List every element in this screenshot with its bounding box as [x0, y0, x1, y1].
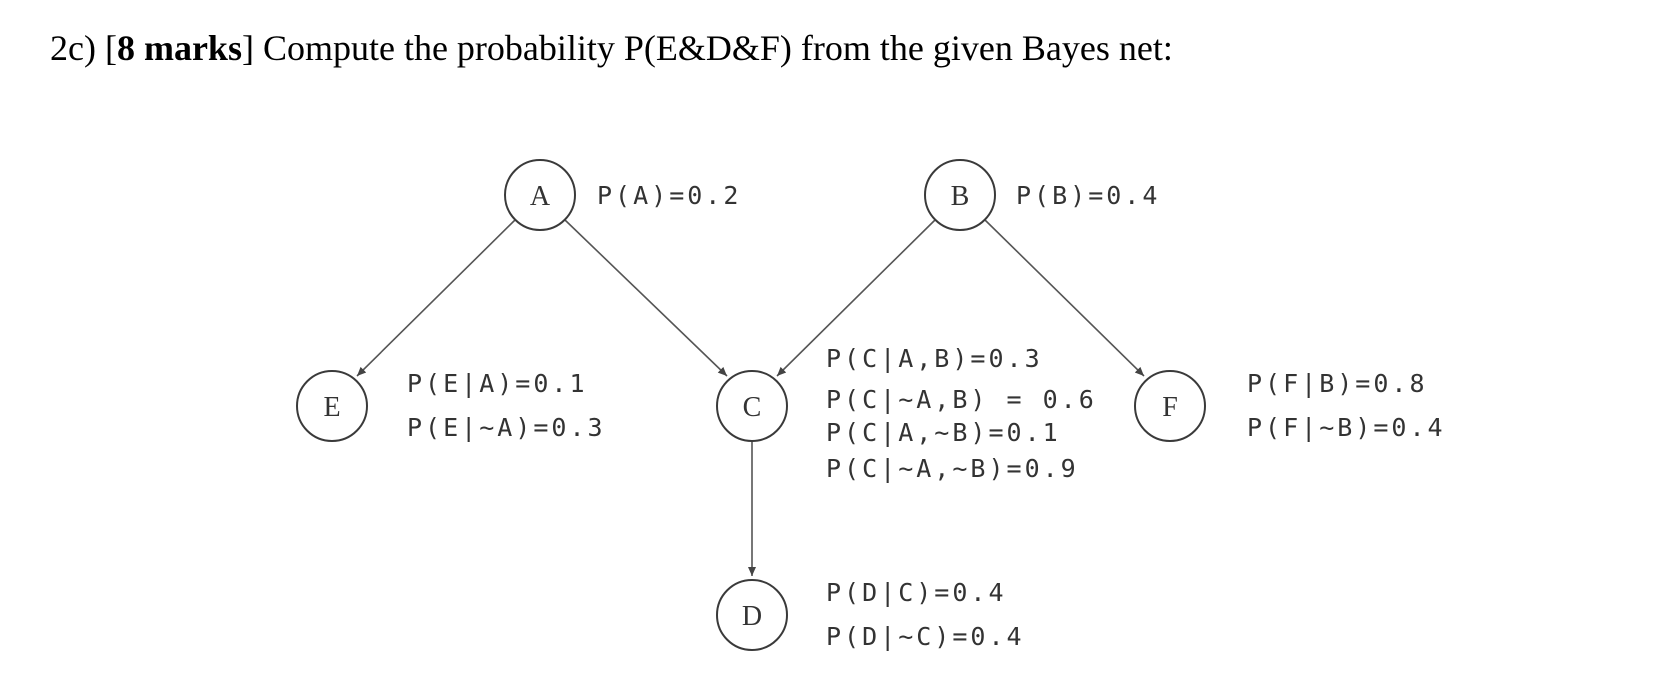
cpt-c: P(C|A,B)=0.3 P(C|~A,B) = 0.6 P(C|A,~B)=0…: [826, 344, 1097, 483]
cpt-e-line-2: P(E|~A)=0.3: [407, 413, 606, 442]
node-e-label: E: [323, 392, 340, 423]
node-f-label: F: [1162, 392, 1178, 423]
node-c: C: [716, 370, 788, 442]
node-d-label: D: [742, 601, 762, 632]
cpt-c-line-1: P(C|A,B)=0.3: [826, 344, 1043, 373]
edge-b-to-f: [984, 219, 1145, 377]
edge-a-to-e: [356, 219, 516, 377]
node-d: D: [716, 579, 788, 651]
question-suffix: ] Compute the probability P(E&D&F) from …: [241, 28, 1173, 68]
cpt-e-line-1: P(E|A)=0.1: [407, 369, 588, 398]
node-b: B: [924, 159, 996, 231]
question-marks: 8 marks: [116, 28, 242, 68]
edge-a-to-c: [564, 219, 728, 377]
node-a-label: A: [530, 181, 551, 212]
cpt-d-line-2: P(D|~C)=0.4: [826, 622, 1025, 651]
node-e: E: [296, 370, 368, 442]
cpt-c-line-2: P(C|~A,B) = 0.6: [826, 385, 1097, 414]
cpt-a-line-1: P(A)=0.2: [597, 181, 741, 210]
node-f: F: [1134, 370, 1206, 442]
cpt-f-line-1: P(F|B)=0.8: [1247, 369, 1428, 398]
cpt-e: P(E|A)=0.1 P(E|~A)=0.3: [407, 369, 606, 442]
cpt-f: P(F|B)=0.8 P(F|~B)=0.4: [1247, 369, 1446, 442]
cpt-b-line-1: P(B)=0.4: [1016, 181, 1160, 210]
question-text: 2c) [8 marks] Compute the probability P(…: [50, 24, 1173, 72]
cpt-d-line-1: P(D|C)=0.4: [826, 578, 1007, 607]
question-prefix: 2c) [: [50, 28, 117, 68]
cpt-c-line-4: P(C|~A,~B)=0.9: [826, 454, 1079, 483]
cpt-f-line-2: P(F|~B)=0.4: [1247, 413, 1446, 442]
cpt-a: P(A)=0.2: [597, 181, 741, 210]
node-a: A: [504, 159, 576, 231]
cpt-c-line-3: P(C|A,~B)=0.1: [826, 418, 1061, 447]
cpt-b: P(B)=0.4: [1016, 181, 1160, 210]
cpt-d: P(D|C)=0.4 P(D|~C)=0.4: [826, 578, 1025, 651]
edge-b-to-c: [776, 219, 936, 377]
node-c-label: C: [743, 392, 762, 423]
node-b-label: B: [951, 181, 970, 212]
